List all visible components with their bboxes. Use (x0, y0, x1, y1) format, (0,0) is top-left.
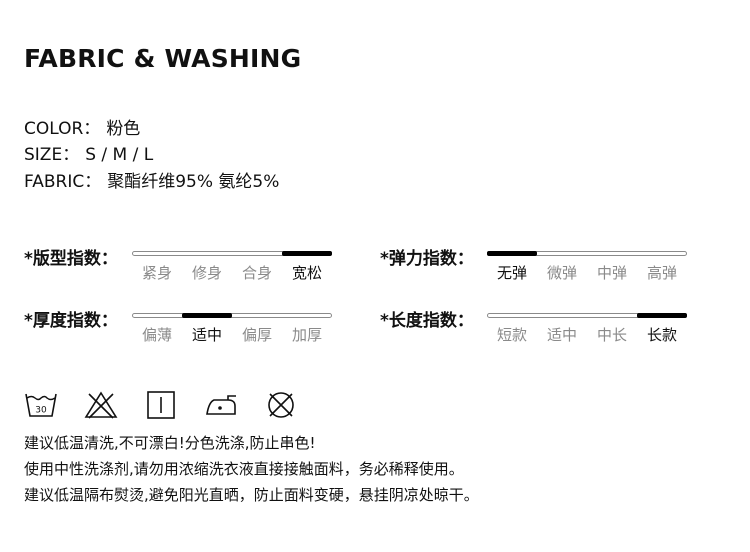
fit-index-label: *版型指数： (24, 249, 118, 269)
spec-fabric-value: 聚酯纤维95% 氨纶5% (107, 172, 280, 192)
fit-option: 紧身 (141, 264, 172, 282)
page-title: FABRIC & WASHING (24, 44, 302, 73)
elasticity-index-scale: 无弹 微弹 中弹 高弹 (487, 249, 687, 289)
spec-color-value: 粉色 (106, 119, 141, 139)
care-text-line-3: 建议低温隔布熨烫,避免阳光直晒，防止面料变硬，悬挂阴凉处晾干。 (24, 486, 479, 504)
thickness-index-marker (182, 313, 232, 318)
length-option: 中长 (596, 326, 627, 344)
elasticity-option: 中弹 (596, 264, 627, 282)
thickness-option: 加厚 (291, 326, 322, 344)
fit-option: 宽松 (291, 264, 322, 282)
spec-fabric-label: FABRIC： (24, 172, 102, 192)
fit-index-marker (282, 251, 332, 256)
thickness-index-track (132, 313, 332, 318)
spec-fabric: FABRIC：聚酯纤维95% 氨纶5% (24, 174, 279, 191)
fit-option: 合身 (241, 264, 272, 282)
thickness-option: 适中 (191, 326, 222, 344)
thickness-index-label: *厚度指数： (24, 311, 118, 331)
elasticity-index-label: *弹力指数： (380, 249, 474, 269)
spec-size: SIZE：S / M / L (24, 147, 153, 164)
fit-option: 修身 (191, 264, 222, 282)
care-text-line-1: 建议低温清洗,不可漂白!分色洗涤,防止串色! (24, 434, 316, 452)
length-index-scale: 短款 适中 中长 长款 (487, 311, 687, 351)
length-index-marker (637, 313, 687, 318)
length-option: 长款 (646, 326, 677, 344)
drip-dry-icon (144, 390, 178, 420)
thickness-option: 偏厚 (241, 326, 272, 344)
low-iron-icon (204, 390, 238, 420)
care-text-line-2: 使用中性洗涤剂,请勿用浓缩洗衣液直接接触面料，务必稀释使用。 (24, 460, 464, 478)
no-bleach-icon (84, 390, 118, 420)
wash-temp-text: 30 (35, 406, 47, 416)
thickness-option: 偏薄 (141, 326, 172, 344)
wash-30-icon: 30 (24, 390, 58, 420)
length-option: 短款 (496, 326, 527, 344)
elasticity-option: 无弹 (496, 264, 527, 282)
elasticity-option: 高弹 (646, 264, 677, 282)
length-option: 适中 (546, 326, 577, 344)
thickness-index-scale: 偏薄 适中 偏厚 加厚 (132, 311, 332, 351)
spec-color-label: COLOR： (24, 119, 101, 139)
elasticity-option: 微弹 (546, 264, 577, 282)
spec-color: COLOR：粉色 (24, 121, 140, 138)
length-index-label: *长度指数： (380, 311, 474, 331)
no-dry-clean-icon (264, 390, 298, 420)
fit-index-scale: 紧身 修身 合身 宽松 (132, 249, 332, 289)
spec-size-value: S / M / L (85, 145, 154, 165)
elasticity-index-marker (487, 251, 537, 256)
spec-size-label: SIZE： (24, 145, 80, 165)
